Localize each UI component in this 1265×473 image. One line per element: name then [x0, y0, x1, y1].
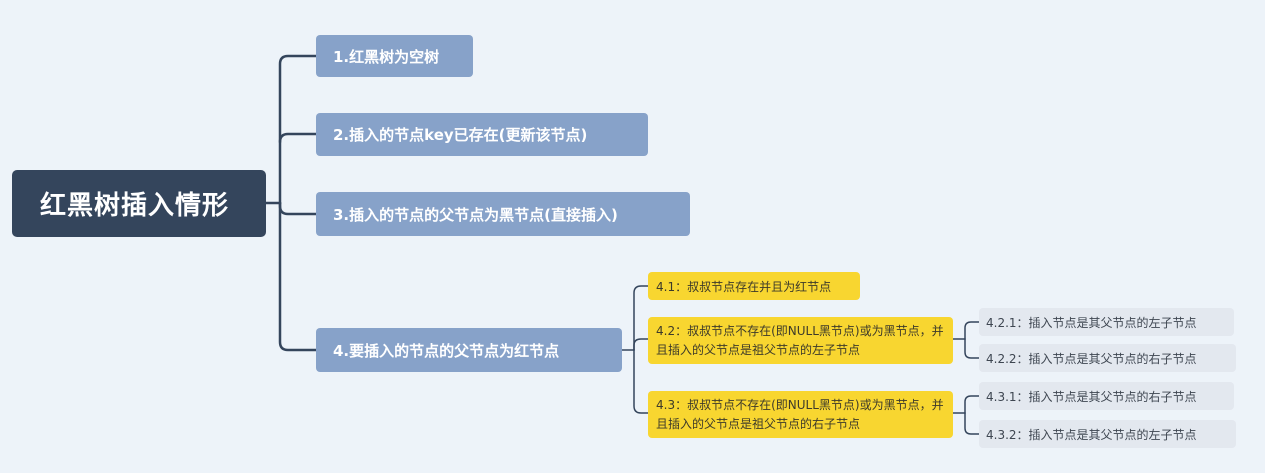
case-node-4[interactable]: 4.要插入的节点的父节点为红节点	[316, 328, 622, 372]
connector-leaf-421	[964, 321, 980, 340]
case-label: 3.插入的节点的父节点为黑节点(直接插入)	[333, 205, 618, 224]
leaf-node-4-3-1[interactable]: 4.3.1：插入节点是其父节点的右子节点	[979, 382, 1234, 410]
case-label: 2.插入的节点key已存在(更新该节点)	[333, 126, 588, 144]
connector-leaf-422	[964, 338, 980, 359]
case-node-1[interactable]: 1.红黑树为空树	[316, 35, 473, 77]
case-node-2[interactable]: 2.插入的节点key已存在(更新该节点)	[316, 113, 648, 156]
subcase-label: 4.2：叔叔节点不存在(即NULL黑节点)或为黑节点，并且插入的父节点是祖父节点…	[656, 323, 944, 357]
leaf-node-4-2-2[interactable]: 4.2.2：插入节点是其父节点的右子节点	[979, 344, 1236, 372]
leaf-label: 4.2.1：插入节点是其父节点的左子节点	[986, 315, 1197, 330]
leaf-node-4-3-2[interactable]: 4.3.2：插入节点是其父节点的左子节点	[979, 420, 1236, 448]
subcase-label: 4.3：叔叔节点不存在(即NULL黑节点)或为黑节点，并且插入的父节点是祖父节点…	[656, 397, 944, 431]
leaf-node-4-2-1[interactable]: 4.2.1：插入节点是其父节点的左子节点	[979, 308, 1234, 336]
case-label: 1.红黑树为空树	[333, 47, 440, 66]
root-topic[interactable]: 红黑树插入情形	[12, 170, 266, 237]
subcase-label: 4.1：叔叔节点存在并且为红节点	[656, 279, 832, 294]
subcase-node-4-1[interactable]: 4.1：叔叔节点存在并且为红节点	[648, 272, 860, 300]
leaf-label: 4.2.2：插入节点是其父节点的右子节点	[986, 351, 1197, 366]
connector-leaf-432	[964, 412, 980, 435]
connector-case-1	[278, 54, 318, 205]
connector-subcase-1	[633, 285, 649, 351]
subcase-node-4-3[interactable]: 4.3：叔叔节点不存在(即NULL黑节点)或为黑节点，并且插入的父节点是祖父节点…	[648, 391, 953, 438]
subcase-node-4-2[interactable]: 4.2：叔叔节点不存在(即NULL黑节点)或为黑节点，并且插入的父节点是祖父节点…	[648, 317, 953, 364]
leaf-label: 4.3.1：插入节点是其父节点的右子节点	[986, 389, 1197, 404]
case-label: 4.要插入的节点的父节点为红节点	[333, 341, 560, 360]
connector-case-2	[278, 132, 318, 144]
connector-subcase-2	[633, 338, 649, 351]
root-topic-label: 红黑树插入情形	[40, 191, 230, 221]
connector-case-3	[278, 201, 318, 216]
connector-leaf-431	[964, 395, 980, 414]
connector-case-4	[278, 201, 318, 352]
case-node-3[interactable]: 3.插入的节点的父节点为黑节点(直接插入)	[316, 192, 690, 236]
connector-subcase-3	[633, 349, 649, 414]
leaf-label: 4.3.2：插入节点是其父节点的左子节点	[986, 427, 1197, 442]
